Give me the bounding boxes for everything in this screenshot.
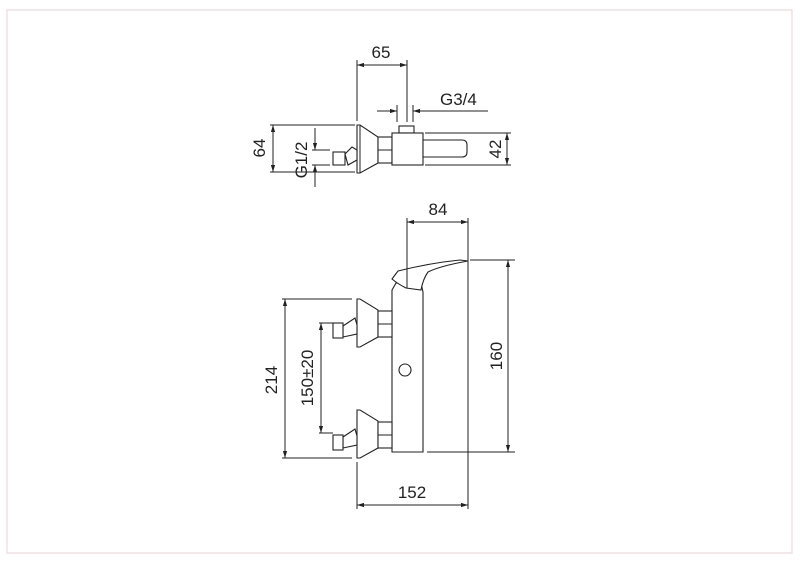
dim-label: G3/4 xyxy=(440,90,477,109)
dim-label: 214 xyxy=(262,366,281,394)
dim-65: 65 xyxy=(356,43,408,122)
diverter-icon xyxy=(398,363,412,377)
dim-label: G1/2 xyxy=(292,142,311,179)
top-view: 65 G3/4 64 G1/2 42 xyxy=(250,43,511,187)
dim-42: 42 xyxy=(425,132,511,166)
dim-label: 150±20 xyxy=(298,350,317,407)
dim-84: 84 xyxy=(406,200,469,509)
dim-160: 160 xyxy=(427,259,515,453)
dim-150: 150±20 xyxy=(298,322,333,434)
dim-g1-2: G1/2 xyxy=(292,128,330,187)
dim-label: 42 xyxy=(486,140,505,159)
dim-label: 160 xyxy=(487,342,506,370)
dim-152: 152 xyxy=(356,462,468,509)
dim-214: 214 xyxy=(262,298,352,459)
dim-label: 65 xyxy=(372,43,391,62)
front-view: 84 152 160 214 150±20 xyxy=(262,200,515,509)
mixer-front-outline xyxy=(332,259,469,459)
dim-label: 64 xyxy=(250,139,269,158)
dim-64: 64 xyxy=(250,124,355,173)
dim-label: 152 xyxy=(398,483,426,502)
dim-g3-4: G3/4 xyxy=(377,90,488,122)
mixer-top-outline xyxy=(332,124,468,174)
dim-label: 84 xyxy=(429,200,448,219)
drawing-frame xyxy=(6,9,793,554)
